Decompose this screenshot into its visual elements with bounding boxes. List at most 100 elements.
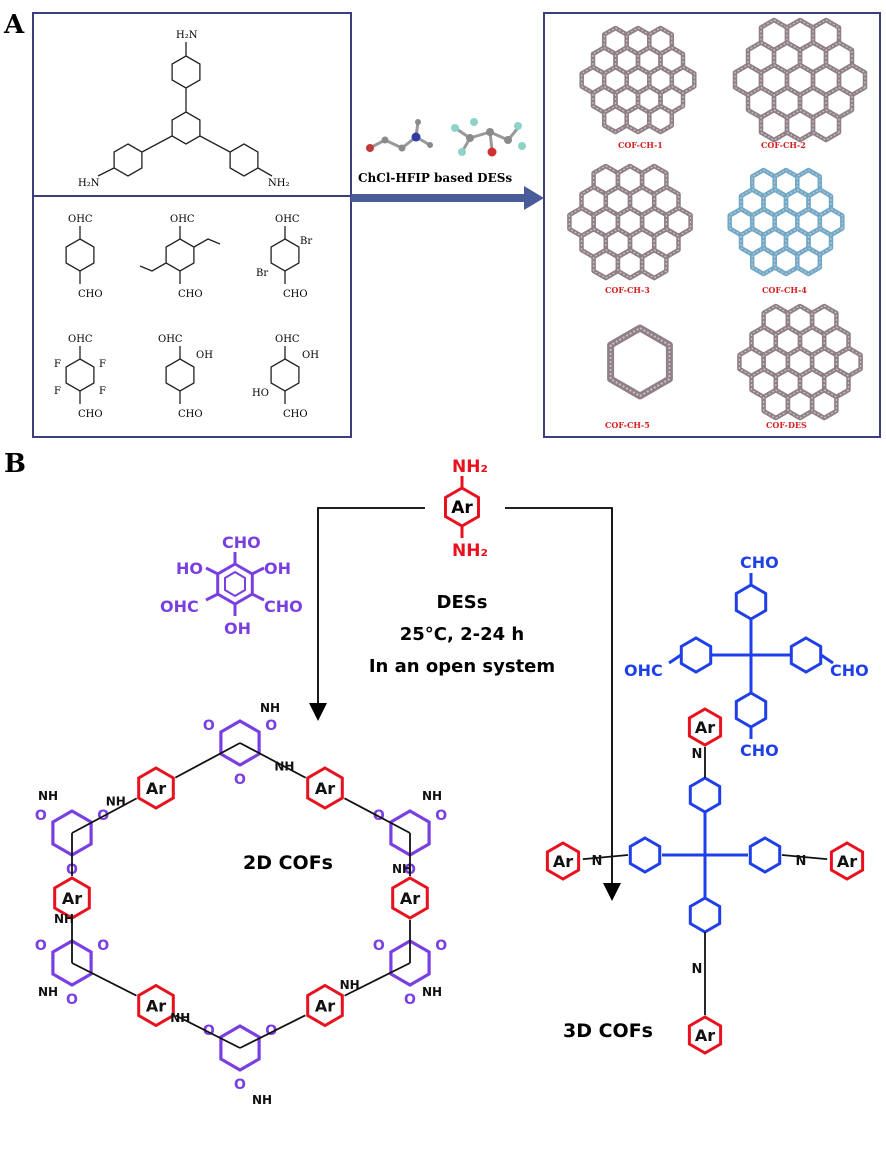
svg-text:NH: NH [422,789,442,803]
svg-text:NH: NH [422,985,442,999]
svg-text:Ar: Ar [146,779,166,798]
svg-text:O: O [35,938,47,954]
cof-3d-core [628,776,782,934]
svg-text:Ar: Ar [695,718,715,737]
svg-text:NH: NH [260,701,280,715]
cof-3d-arm-2: Ar N [685,932,725,1055]
cof-label-5: COF-CH-5 [605,420,650,430]
tfp-cho-top: CHO [222,533,261,552]
cof-structure-images [567,17,868,421]
triamine-molecule [97,42,273,177]
cof-2d-node-3: O O O [373,938,447,1008]
cof-2d-linker-1: Ar NH [239,742,411,834]
amine-right-label: NH₂ [268,178,289,189]
dialdehyde-labels: OHC CHO OHC CHO OHC Br Br CHO OHC F F F … [54,214,319,420]
m4-f3: F [54,386,61,397]
reaction-arrow [351,186,544,210]
m6-oh-top: OH [302,350,319,361]
cof-2d-terminal-nh-6: NH [252,1093,272,1107]
svg-text:NH: NH [274,760,294,774]
m6-top: OHC [275,334,300,345]
cof-2d-network: OOOOOOOOOOOOOOOOOOArNHArNHArNHArNHArNHAr… [35,701,447,1107]
svg-text:Ar: Ar [695,1026,715,1045]
cof-2d-terminal-nh-4: NH [38,985,58,999]
svg-text:Ar: Ar [62,889,82,908]
svg-text:NH: NH [392,862,412,876]
svg-text:O: O [435,808,447,824]
panel-a-letter: A [3,10,25,40]
svg-text:O: O [373,938,385,954]
svg-text:NH: NH [38,985,58,999]
tetraaldehyde-molecule [668,573,834,739]
cof-structure-5 [607,324,673,400]
m5-top: OHC [158,334,183,345]
cof-3d-arm-1: ArN [685,707,725,778]
svg-text:O: O [435,938,447,954]
tfp-cho-right: CHO [264,597,303,616]
svg-text:Ar: Ar [837,852,857,871]
reaction-label: ChCl-HFIP based DESs [358,171,512,185]
tetraaldehyde-labels: CHO OHC CHO CHO [624,553,869,760]
cof-2d-node-1: OOO [203,718,277,788]
cof-2d-label: 2D COFs [243,852,333,874]
ttm-cho-right: CHO [830,661,869,680]
ttm-cho-top: CHO [740,553,779,572]
ttm-ohc: OHC [624,661,663,680]
m4-top: OHC [68,334,93,345]
tfp-oh: OH [264,559,291,578]
monomer-frame [32,12,352,438]
cof-2d-terminal-nh-2: NH [38,789,58,803]
svg-text:O: O [97,938,109,954]
cof-label-1: COF-CH-1 [618,140,663,150]
svg-text:O: O [265,1023,277,1039]
branch-arrows [309,507,621,901]
m4-bottom: CHO [78,409,103,420]
cof-label-4: COF-CH-4 [762,285,807,295]
m3-br-top: Br [300,236,312,247]
m2-bottom: CHO [178,289,203,300]
cof-label-6: COF-DES [766,420,807,430]
tfp-ohc: OHC [160,597,199,616]
cof-2d-node-4: OOO [203,1023,277,1093]
svg-text:NH: NH [340,978,360,992]
amine-top-label: H₂N [176,30,198,41]
svg-text:O: O [203,1023,215,1039]
ttm-cho-bottom: CHO [740,741,779,760]
svg-text:O: O [404,992,416,1008]
cof-structures-frame [543,12,881,438]
condition-1: DESs [437,592,488,613]
svg-text:O: O [265,718,277,734]
cof-2d-terminal-nh-5: NH [422,985,442,999]
svg-text:Ar: Ar [315,779,335,798]
svg-text:N: N [692,962,703,977]
dialdehyde-monomers [65,226,300,404]
m6-oh-bottom: HO [252,388,269,399]
cof-2d-node-5: O O O [35,938,109,1008]
m5-bottom: CHO [178,409,203,420]
cof-structure-4 [727,167,845,277]
m6-bottom: CHO [283,409,308,420]
cof-3d-label: 3D COFs [563,1020,653,1042]
m4-f2: F [99,359,106,370]
m3-top: OHC [275,214,300,225]
svg-text:NH: NH [106,794,126,808]
m3-bottom: CHO [283,289,308,300]
tfp-ho: HO [176,559,203,578]
tfp-labels: CHO HO OH OHC CHO OH [160,533,303,638]
cof-structure-6 [737,303,863,421]
cof-label-2: COF-CH-2 [761,140,806,150]
amine-left-label: H₂N [78,178,100,189]
m4-f1: F [54,359,61,370]
svg-text:Ar: Ar [146,997,166,1016]
cof-2d-terminal-nh-3: NH [422,789,442,803]
m5-oh: OH [196,350,213,361]
m3-br-bottom: Br [256,268,268,279]
svg-text:O: O [66,992,78,1008]
condition-3: In an open system [369,656,555,677]
